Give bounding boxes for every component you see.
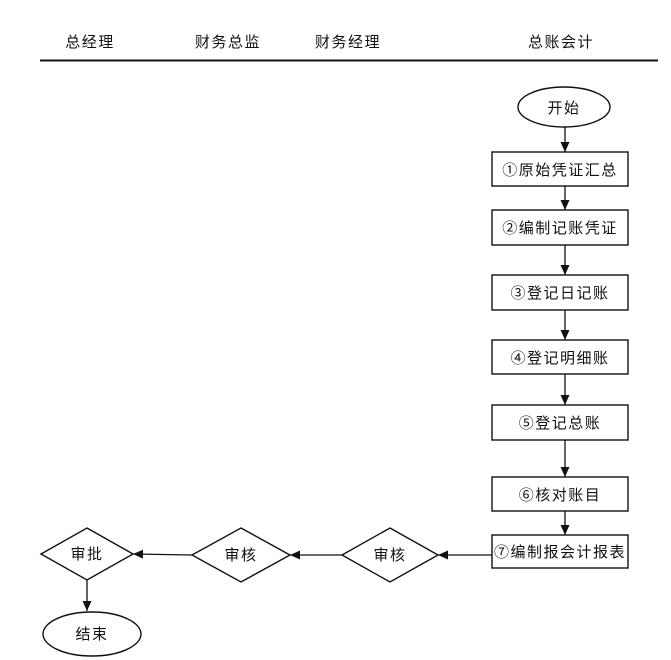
decision-review-2-label: 审核 xyxy=(224,546,257,564)
decision-review-2 xyxy=(190,527,292,583)
process-step-3 xyxy=(491,274,629,311)
process-step-6-label: ⑥核对账目 xyxy=(519,486,602,504)
process-step-5 xyxy=(491,404,629,441)
lane-header-general-ledger-accountant: 总账会计 xyxy=(528,33,594,51)
end-terminator xyxy=(42,611,142,657)
lane-header-finance-manager: 财务经理 xyxy=(315,33,381,51)
process-step-7-label: ⑦编制报会计报表 xyxy=(494,543,626,561)
arrow-review2-to-approve xyxy=(132,549,193,559)
process-step-4 xyxy=(491,339,629,375)
process-step-5-label: ⑤登记总账 xyxy=(519,414,602,432)
decision-review-1 xyxy=(340,527,440,583)
process-step-7 xyxy=(491,534,629,569)
lane-header-finance-director: 财务总监 xyxy=(195,33,261,51)
process-step-2 xyxy=(491,209,629,246)
process-step-4-label: ④登记明细账 xyxy=(510,349,609,367)
start-terminator-label: 开始 xyxy=(547,99,580,117)
process-step-2-label: ②编制记账凭证 xyxy=(502,219,618,237)
process-step-1 xyxy=(491,151,629,187)
process-step-1-label: ①原始凭证汇总 xyxy=(502,161,618,179)
process-step-6 xyxy=(491,476,629,512)
process-step-3-label: ③登记日记账 xyxy=(510,284,609,302)
end-terminator-label: 结束 xyxy=(75,625,108,643)
decision-review-1-label: 审核 xyxy=(373,546,406,564)
decision-approve-label: 审批 xyxy=(70,545,103,563)
lane-header-general-manager: 总经理 xyxy=(65,33,115,51)
start-terminator xyxy=(517,86,611,128)
